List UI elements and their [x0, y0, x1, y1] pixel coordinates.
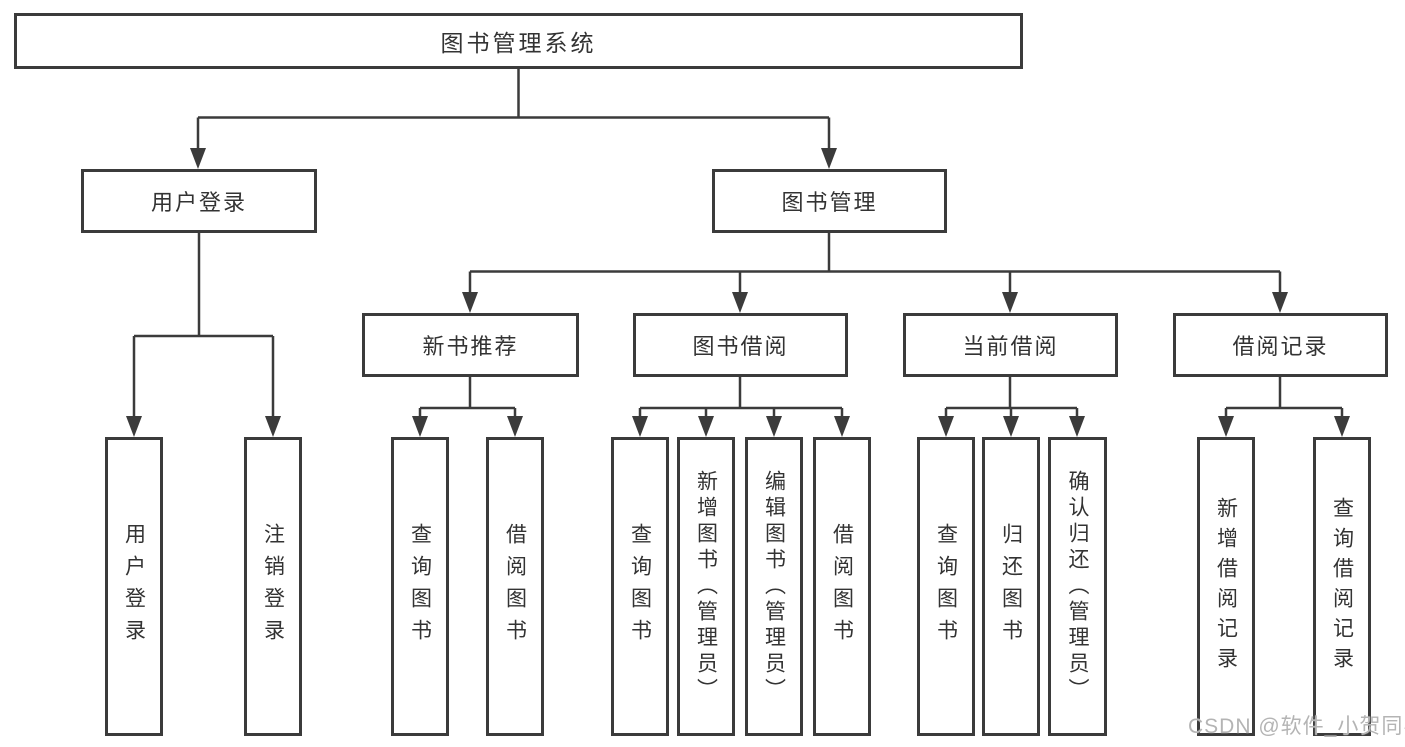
node-label: 当前借阅 — [962, 334, 1059, 359]
leaf-label: 查询图书 — [628, 522, 652, 651]
node-label: 图书管理系统 — [440, 30, 597, 56]
leaf-user-login: 用户登录 — [105, 437, 163, 736]
node-label: 用户登录 — [150, 190, 247, 215]
leaf-borrow-books-2: 借阅图书 — [813, 437, 871, 736]
leaf-label: 确认归还（管理员） — [1066, 469, 1089, 704]
node-new-book-rec: 新书推荐 — [362, 313, 579, 377]
csdn-watermark: CSDN @软件_小贺同学 — [1188, 715, 1405, 738]
leaf-add-book-admin: 新增图书（管理员） — [677, 437, 735, 736]
connector-new-book-rec — [418, 377, 517, 419]
node-book-mgmt: 图书管理 — [712, 169, 947, 233]
connector-borrow-records — [1224, 377, 1344, 419]
node-label: 借阅记录 — [1232, 334, 1329, 359]
node-root: 图书管理系统 — [14, 13, 1023, 69]
leaf-label: 编辑图书（管理员） — [762, 469, 786, 704]
leaf-query-borrow-record: 查询借阅记录 — [1313, 437, 1371, 736]
leaf-label: 借阅图书 — [503, 522, 527, 651]
connector-book-borrow — [638, 377, 844, 419]
arrowheads — [126, 148, 1350, 437]
node-borrow-records: 借阅记录 — [1173, 313, 1388, 377]
leaf-label: 用户登录 — [122, 522, 146, 651]
node-label: 图书管理 — [781, 190, 878, 215]
leaf-label: 查询图书 — [934, 522, 958, 651]
leaf-query-books-1: 查询图书 — [391, 437, 449, 736]
leaf-label: 新增图书（管理员） — [694, 469, 718, 704]
leaf-add-borrow-record: 新增借阅记录 — [1197, 437, 1255, 736]
connector-current-borrow — [944, 377, 1079, 419]
leaf-label: 借阅图书 — [830, 522, 854, 651]
connector-book-mgmt — [468, 233, 1282, 296]
leaf-query-books-3: 查询图书 — [917, 437, 975, 736]
node-label: 新书推荐 — [422, 334, 519, 359]
leaf-label: 归还图书 — [999, 522, 1023, 651]
leaf-label: 查询借阅记录 — [1330, 496, 1354, 677]
leaf-borrow-books-1: 借阅图书 — [486, 437, 544, 736]
leaf-confirm-return-admin: 确认归还（管理员） — [1048, 437, 1107, 736]
leaf-logout: 注销登录 — [244, 437, 302, 736]
node-label: 图书借阅 — [692, 334, 789, 359]
leaf-return-book: 归还图书 — [982, 437, 1040, 736]
connector-root — [196, 69, 831, 151]
node-current-borrow: 当前借阅 — [903, 313, 1118, 377]
leaf-query-books-2: 查询图书 — [611, 437, 669, 736]
node-book-borrow: 图书借阅 — [633, 313, 848, 377]
leaf-label: 注销登录 — [261, 522, 285, 651]
connector-user-login — [132, 233, 275, 419]
leaf-edit-book-admin: 编辑图书（管理员） — [745, 437, 803, 736]
leaf-label: 新增借阅记录 — [1214, 496, 1238, 677]
node-user-login: 用户登录 — [81, 169, 317, 233]
leaf-label: 查询图书 — [408, 522, 432, 651]
